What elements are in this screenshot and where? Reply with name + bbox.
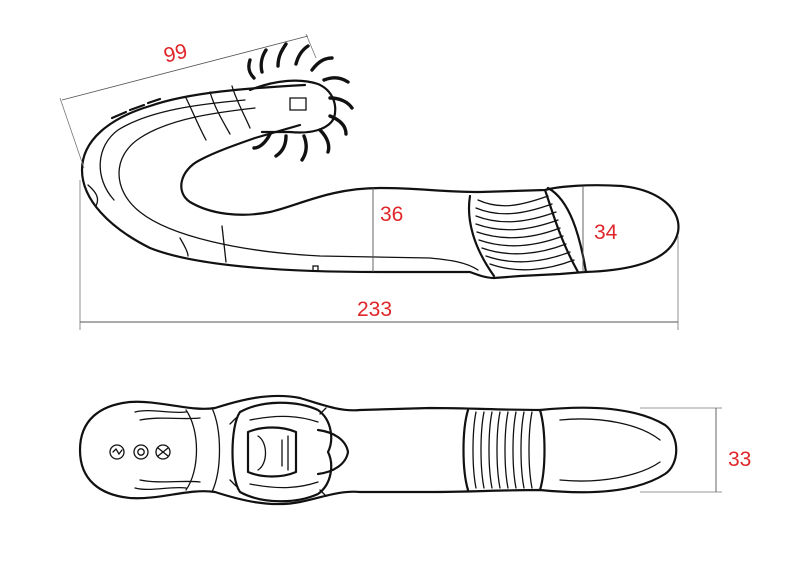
- top-view-rotate-button-glyph: [157, 447, 169, 457]
- dimension-tip-height: 34: [582, 186, 618, 272]
- dimension-tip-height-label: 34: [594, 221, 618, 244]
- top-view-lower-seam: [134, 479, 201, 491]
- dimension-width: 33: [640, 407, 751, 493]
- top-view-ribbed-section: [462, 408, 546, 492]
- top-view-upper-seam: [134, 409, 201, 421]
- top-view-power-button-ring: [137, 448, 145, 456]
- side-view-lower-seam: [87, 184, 227, 263]
- side-view-ribs: [475, 195, 575, 271]
- top-view-power-button[interactable]: [133, 444, 149, 460]
- top-view-head-shell: [231, 401, 333, 503]
- dimension-shaft-height-label: 36: [380, 203, 403, 226]
- side-view-rotating-head: [247, 42, 354, 162]
- side-view-port: [312, 265, 319, 272]
- dimension-total-length: 233: [79, 180, 679, 330]
- side-view-neck-segment: [185, 85, 251, 141]
- side-view-head-bristles: [247, 42, 354, 162]
- top-view-ribs: [472, 411, 533, 489]
- side-view-inner-contour-2: [99, 99, 246, 201]
- top-view-head-teeth: [229, 407, 327, 497]
- dimension-shaft-height: 36: [372, 188, 403, 272]
- top-view-mode-button-glyph: [112, 447, 123, 456]
- dimension-total-length-label: 233: [357, 298, 392, 321]
- top-view-tip-highlight: [559, 418, 661, 482]
- top-view-mode-button[interactable]: [109, 444, 125, 460]
- side-view-inner-contour: [118, 107, 479, 271]
- side-view-button-ridges: [110, 97, 162, 120]
- dimension-head-length: 99: [59, 33, 317, 169]
- top-view-head-right-wing: [316, 428, 350, 476]
- dimension-width-label: 33: [728, 448, 751, 471]
- side-view-tip-join: [546, 186, 588, 274]
- top-view-neck-lines: [185, 407, 221, 493]
- top-view-head-core: [246, 426, 298, 478]
- top-view-rotate-button[interactable]: [155, 444, 171, 460]
- side-view-head-slot: [289, 97, 307, 111]
- top-view: [78, 394, 678, 506]
- dimension-head-length-label: 99: [161, 40, 189, 68]
- top-view-head-ridges: [249, 415, 319, 489]
- top-view-head-slot-right: [281, 435, 289, 471]
- side-view-ribbed-section: [467, 188, 580, 278]
- top-view-rotating-head: [229, 401, 350, 503]
- top-view-head-slot-left: [257, 435, 267, 471]
- top-view-rib-envelope: [462, 408, 546, 492]
- side-view-body-outline: [80, 83, 680, 280]
- side-view: [80, 42, 680, 280]
- top-view-body-outline: [78, 394, 678, 506]
